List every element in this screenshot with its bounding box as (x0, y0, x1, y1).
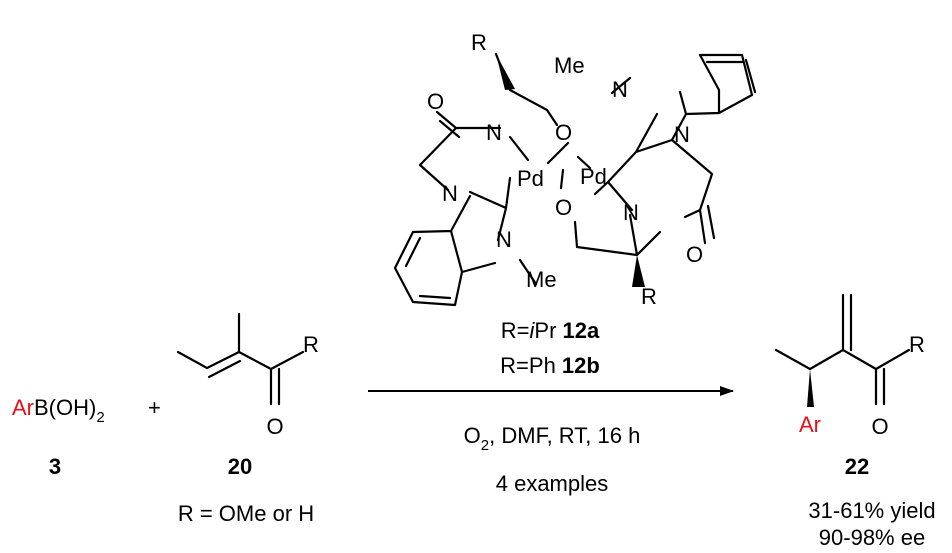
catalyst-n-amide-left: N (486, 120, 502, 145)
catalyst-n-methyl-right: N (612, 77, 628, 102)
catalyst-o-bridge-bottom: O (555, 195, 572, 220)
catalyst-o-amide-right: O (686, 242, 703, 267)
enone-double-bond (207, 359, 242, 379)
product-stereo-wedge (807, 369, 814, 407)
catalyst-n-methyl-left: N (496, 227, 512, 252)
reaction-conditions: O2, DMF, RT, 16 h (464, 423, 641, 454)
catalyst-bonds-right (559, 53, 757, 257)
product-22: R O Ar 22 31-61% yield 90-98% ee (774, 293, 936, 550)
svg-text:ArB(OH)2: ArB(OH)2 (12, 395, 105, 426)
catalyst-o-amide-left: O (427, 89, 444, 114)
product-o-atom: O (871, 414, 888, 439)
catalyst-n-amide-right: N (623, 200, 639, 225)
stereo-wedge-bottom (632, 255, 645, 287)
catalyst-pd-right: Pd (580, 164, 607, 189)
reactant-arylboronic-acid: ArB(OH)2 3 (12, 395, 105, 479)
catalyst-me-right: Me (554, 53, 585, 78)
catalyst-r-bottom: R (641, 284, 657, 309)
substituent-note: R = OMe or H (178, 501, 314, 526)
catalyst-pd-left: Pd (517, 166, 544, 191)
reactant-enone: R O 20 R = OMe or H (176, 312, 319, 526)
enone-o-atom: O (266, 414, 283, 439)
enone-bonds (176, 312, 305, 406)
compound-number-3: 3 (49, 454, 61, 479)
product-aryl-label: Ar (799, 412, 821, 437)
catalyst-r-top: R (471, 30, 487, 55)
product-bonds (774, 293, 911, 406)
product-ee: 90-98% ee (819, 525, 925, 550)
boronic-label: B(OH) (34, 395, 96, 420)
examples-count: 4 examples (496, 471, 609, 496)
product-r-atom: R (909, 332, 925, 357)
catalyst-n-imid-left: N (442, 181, 458, 206)
enone-r-atom: R (303, 332, 319, 357)
catalyst-me-left: Me (526, 267, 557, 292)
catalyst-n-imid-right: N (674, 122, 690, 147)
compound-number-22: 22 (845, 454, 869, 479)
catalyst-pd-dimer: R O N O Pd Pd N O N Me Me N N N O R R=iP… (393, 30, 757, 378)
boronic-subscript: 2 (96, 409, 104, 426)
plus-sign: + (148, 395, 161, 420)
catalyst-caption-12b: R=Ph 12b (500, 353, 600, 378)
catalyst-caption-12a: R=iPr 12a (501, 318, 600, 343)
aryl-label: Ar (12, 395, 34, 420)
compound-number-20: 20 (228, 454, 252, 479)
stereo-wedge-top (496, 54, 515, 90)
catalyst-o-bridge-top: O (555, 120, 572, 145)
product-yield: 31-61% yield (808, 498, 935, 523)
